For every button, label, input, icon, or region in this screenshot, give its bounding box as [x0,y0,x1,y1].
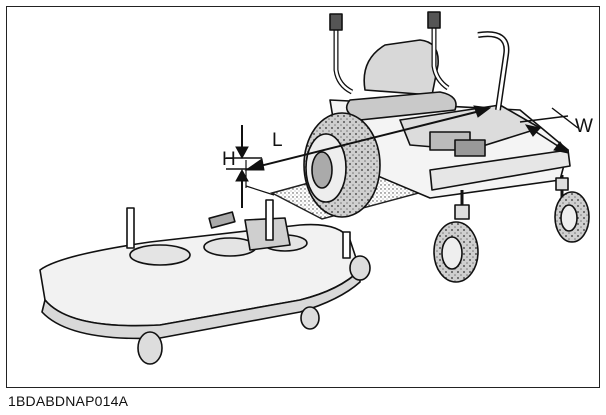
mower-body [303,11,590,283]
dimension-lines [226,105,579,208]
height-label: H [222,149,236,170]
length-label: L [272,130,283,151]
mower-deck [39,199,371,365]
figure-code: 1BDABDNAP014A [8,393,129,409]
width-label: W [575,116,593,137]
